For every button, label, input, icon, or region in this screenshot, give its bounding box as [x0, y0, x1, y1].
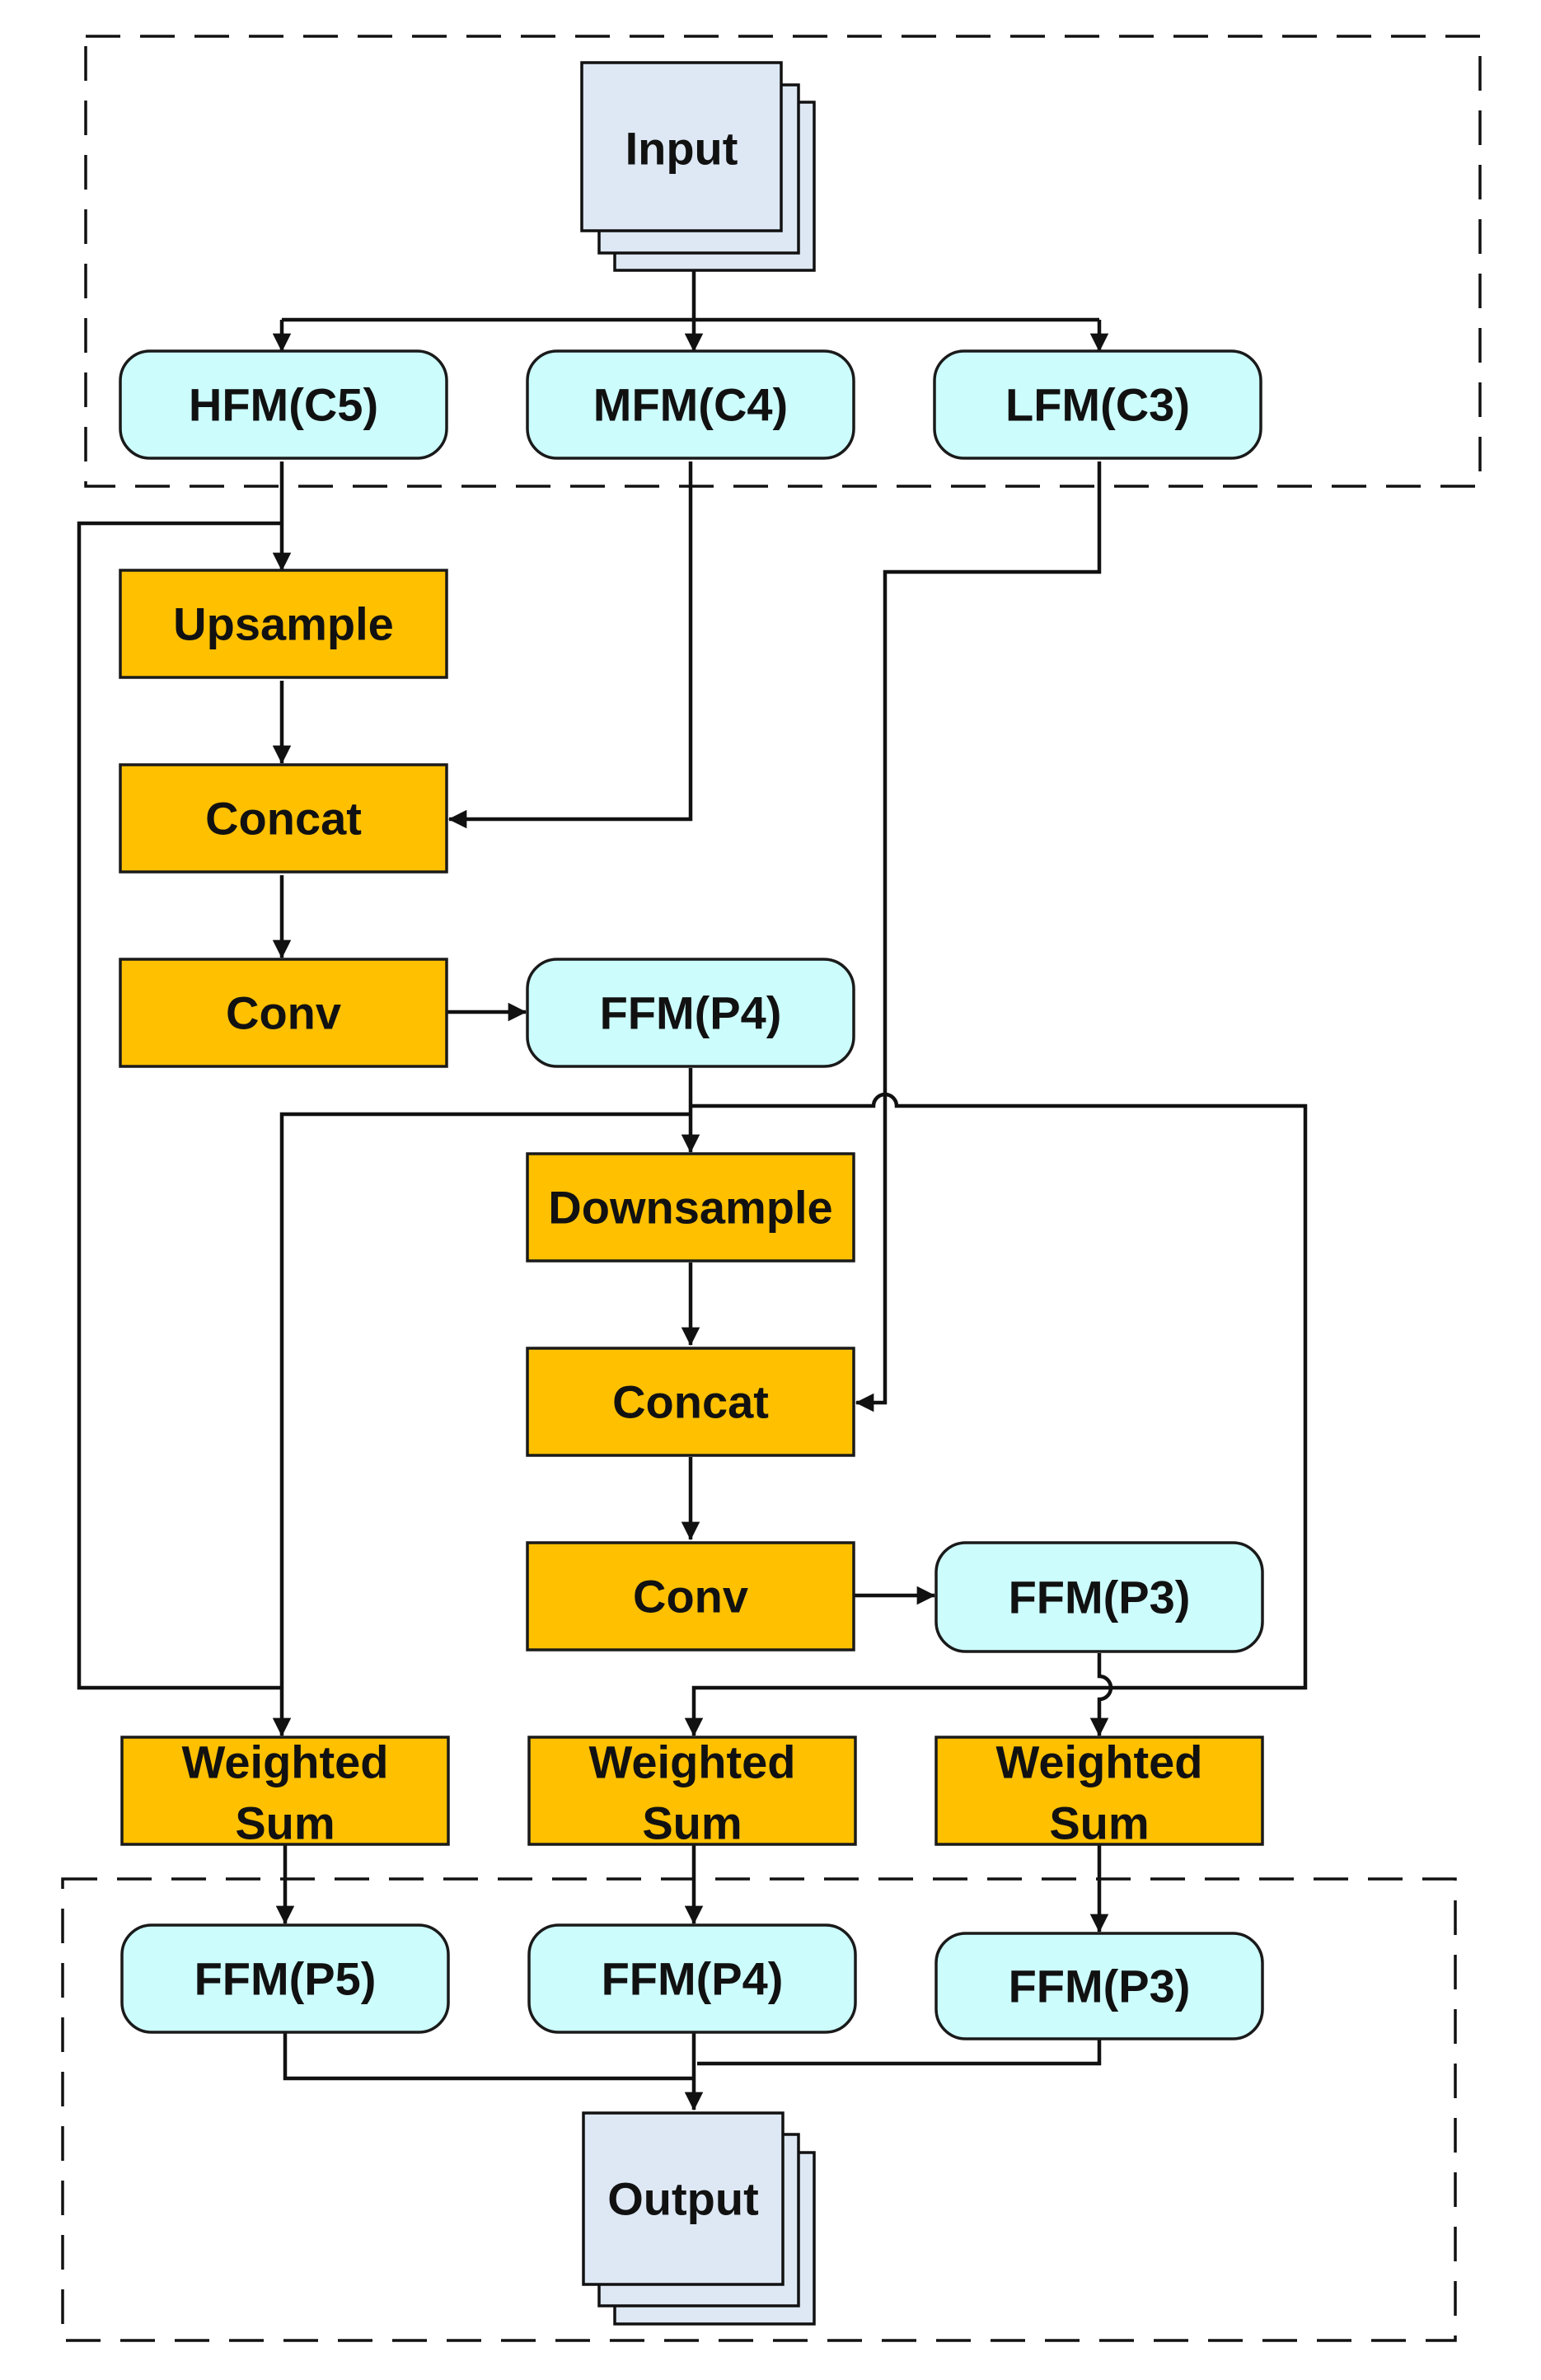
conv-node-2: Conv [526, 1541, 855, 1651]
upsample-label: Upsample [173, 598, 394, 650]
weighted-sum-node-1: Weighted Sum [120, 1736, 450, 1849]
conv-label-2: Conv [633, 1571, 748, 1623]
downsample-label: Downsample [548, 1182, 832, 1234]
ffm-p3-out-node: FFM(P3) [934, 1932, 1264, 2040]
output-node: Output [582, 2111, 816, 2326]
hfm-c5-node: HFM(C5) [119, 349, 448, 460]
edge-ffm-p4-to-weighted-sum-2 [691, 1092, 1308, 1690]
edge-lfm-concat [855, 461, 1102, 1413]
weighted-sum-3-line-2: Sum [1049, 1797, 1149, 1849]
conv-label-1: Conv [226, 987, 341, 1039]
weighted-sum-node-2: Weighted Sum [527, 1736, 857, 1849]
concat-node-2: Concat [526, 1347, 855, 1457]
input-label: Input [625, 123, 738, 175]
input-node: Input [580, 61, 816, 272]
edge-ffm-p4-to-weighted-sum-1 [272, 1112, 691, 1737]
mfm-c4-label: MFM(C4) [593, 379, 788, 431]
ffm-p4-out-node: FFM(P4) [527, 1923, 857, 2034]
output-label: Output [607, 2173, 758, 2225]
edge-to-weighted-sum-2 [684, 1685, 1099, 1737]
lfm-c3-node: LFM(C3) [933, 349, 1262, 460]
ffm-p3-out-label: FFM(P3) [1009, 1961, 1191, 2012]
ffm-p5-out-label: FFM(P5) [194, 1953, 377, 2005]
ffm-p3-mid-node: FFM(P3) [934, 1541, 1264, 1653]
downsample-node: Downsample [526, 1152, 855, 1263]
ffm-p3-mid-label: FFM(P3) [1009, 1572, 1191, 1623]
weighted-sum-1-line-2: Sum [235, 1797, 335, 1849]
edge-ffm-p3-output [697, 2039, 1102, 2066]
edge-hfm-skip-to-weighted-sum-1 [77, 521, 282, 1690]
conv-node-1: Conv [119, 958, 448, 1068]
ffm-p4-out-label: FFM(P4) [602, 1953, 784, 2005]
connections [77, 270, 1308, 2111]
edge-ffm-p5-output [283, 2032, 694, 2081]
edge-ffm-p3-to-weighted-sum-3 [1089, 1653, 1113, 1737]
weighted-sum-1-line-1: Weighted [182, 1736, 389, 1788]
weighted-sum-node-3: Weighted Sum [934, 1736, 1264, 1849]
edge-mfm-concat [447, 461, 693, 829]
concat-node-1: Concat [119, 763, 448, 874]
weighted-sum-2-line-2: Sum [642, 1797, 742, 1849]
mfm-c4-node: MFM(C4) [526, 349, 855, 460]
concat-label-1: Concat [205, 793, 362, 845]
ffm-p5-out-node: FFM(P5) [120, 1923, 450, 2034]
lfm-c3-label: LFM(C3) [1005, 379, 1190, 431]
upsample-node: Upsample [119, 569, 448, 679]
ffm-p4-mid-label: FFM(P4) [600, 987, 782, 1039]
hfm-c5-label: HFM(C5) [189, 379, 378, 431]
ffm-p4-mid-node: FFM(P4) [526, 958, 855, 1068]
weighted-sum-2-line-1: Weighted [589, 1736, 796, 1788]
weighted-sum-3-line-1: Weighted [996, 1736, 1203, 1788]
concat-label-2: Concat [612, 1376, 769, 1428]
